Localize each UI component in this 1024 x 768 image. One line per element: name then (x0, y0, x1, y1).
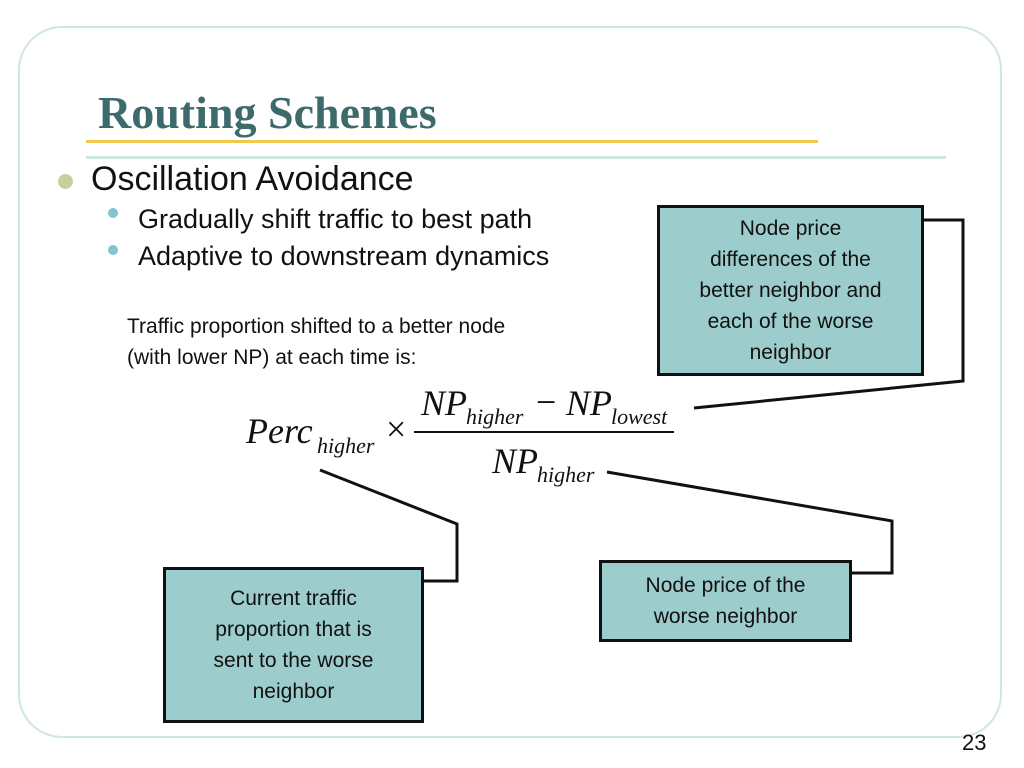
callout-current-traffic: Current traffic proportion that is sent … (163, 567, 424, 723)
callout-line: worse neighbor (653, 605, 798, 628)
callout-line: sent to the worse (213, 649, 374, 672)
sub-bullet-gradual-shift: Gradually shift traffic to best path (108, 204, 532, 235)
page-number: 23 (962, 730, 987, 755)
sub-bullet-adaptive: Adaptive to downstream dynamics (108, 241, 549, 272)
callout-line: each of the worse (707, 310, 874, 333)
callout-line: neighbor (252, 680, 335, 703)
sub-bullet-text: Gradually shift traffic to best path (138, 204, 533, 234)
callout-line: Node price (739, 217, 842, 240)
bullet-oscillation-avoidance: Oscillation Avoidance (58, 160, 414, 199)
title-underline (86, 140, 818, 143)
callout-line: Current traffic (230, 587, 357, 610)
sub-bullet-dot-icon (108, 244, 118, 255)
callout-line: better neighbor and (699, 279, 882, 302)
description-line: (with lower NP) at each time is: (127, 346, 417, 369)
sub-bullet-dot-icon (108, 207, 118, 218)
description-line: Traffic proportion shifted to a better n… (127, 315, 506, 338)
callout-line: Node price of the (645, 574, 806, 597)
bullet-text: Oscillation Avoidance (91, 160, 414, 198)
slide-frame (18, 26, 1002, 738)
callout-line: proportion that is (215, 618, 372, 641)
callout-line: neighbor (749, 341, 832, 364)
formula-description: Traffic proportion shifted to a better n… (127, 311, 505, 373)
callout-line: differences of the (710, 248, 871, 271)
slide-title: Routing Schemes (98, 87, 437, 138)
callout-node-price-worse: Node price of the worse neighbor (599, 560, 852, 642)
header-rule (86, 156, 946, 159)
sub-bullet-text: Adaptive to downstream dynamics (138, 241, 550, 271)
callout-node-price-differences: Node price differences of the better nei… (657, 205, 924, 376)
bullet-dot-icon (58, 174, 73, 189)
